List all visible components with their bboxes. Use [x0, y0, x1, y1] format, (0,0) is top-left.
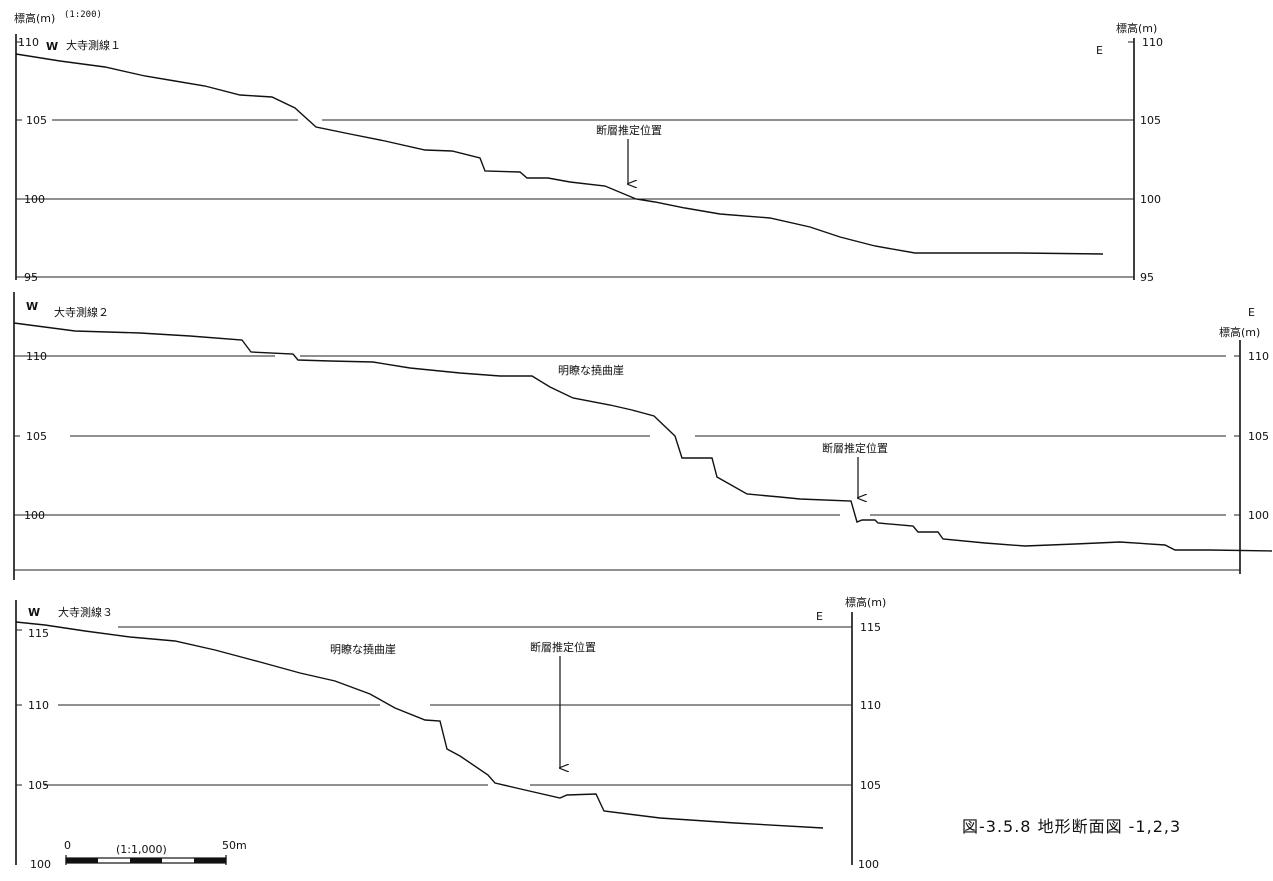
scale-zero-label: 0	[64, 839, 71, 852]
left-tick-label: 105	[26, 114, 47, 127]
profile-panel-2: 110 105 100 110 105 100 標高(m) W 大寺測線２ E …	[13, 292, 1273, 580]
west-label: W	[28, 606, 40, 619]
right-tick-label: 105	[1140, 114, 1161, 127]
left-tick-label: 115	[28, 627, 49, 640]
left-tick-label: 110	[26, 350, 47, 363]
left-tick-label: 110	[18, 36, 39, 49]
west-label: W	[46, 40, 58, 53]
west-label: W	[26, 300, 38, 313]
profile-title: 大寺測線３	[58, 605, 113, 619]
profile-title: 大寺測線２	[54, 305, 109, 319]
left-tick-label: 105	[28, 779, 49, 792]
east-label: E	[1096, 44, 1103, 57]
right-tick-label: 105	[1248, 430, 1269, 443]
terrain-profile-line	[15, 621, 824, 829]
left-tick-label: 105	[26, 430, 47, 443]
terrain-profile-line	[15, 53, 1104, 255]
right-elevation-label: 標高(m)	[1219, 325, 1260, 339]
profile-panel-1: 110 105 100 95 110 105 100 95 標高(m) W 大寺…	[15, 21, 1163, 284]
top-elevation-label: 標高(m)	[14, 11, 55, 25]
east-label: E	[816, 610, 823, 623]
left-tick-label: 100	[30, 858, 51, 871]
right-tick-label: 110	[1248, 350, 1269, 363]
right-tick-label: 100	[858, 858, 879, 871]
left-tick-label: 100	[24, 509, 45, 522]
fault-position-label: 断層推定位置	[822, 441, 888, 455]
scale-end-label: 50m	[222, 839, 247, 852]
figure-caption: 図-3.5.8 地形断面図 -1,2,3	[962, 817, 1181, 836]
flexure-scarp-label: 明瞭な撓曲崖	[558, 364, 624, 377]
horizontal-scale-bar: 0 (1:1,000) 50m	[64, 839, 247, 865]
right-tick-label: 100	[1140, 193, 1161, 206]
right-tick-label: 95	[1140, 271, 1154, 284]
left-tick-label: 100	[24, 193, 45, 206]
right-tick-label: 105	[860, 779, 881, 792]
terrain-profile-line	[13, 322, 1273, 552]
profile-title: 大寺測線１	[66, 38, 121, 52]
profile-panel-3: 115 110 105 100 115 110 105 100 標高(m) W …	[15, 595, 886, 871]
fault-position-label: 断層推定位置	[596, 123, 662, 137]
right-tick-label: 100	[1248, 509, 1269, 522]
east-label: E	[1248, 306, 1255, 319]
left-tick-label: 95	[24, 271, 38, 284]
right-tick-label: 115	[860, 621, 881, 634]
vertical-scale-label: (1:200)	[64, 10, 102, 20]
right-tick-label: 110	[1142, 36, 1163, 49]
left-tick-label: 110	[28, 699, 49, 712]
right-elevation-label: 標高(m)	[845, 595, 886, 609]
right-elevation-label: 標高(m)	[1116, 21, 1157, 35]
scale-ratio-label: (1:1,000)	[116, 843, 167, 856]
fault-position-label: 断層推定位置	[530, 640, 596, 654]
right-tick-label: 110	[860, 699, 881, 712]
flexure-scarp-label: 明瞭な撓曲崖	[330, 643, 396, 656]
